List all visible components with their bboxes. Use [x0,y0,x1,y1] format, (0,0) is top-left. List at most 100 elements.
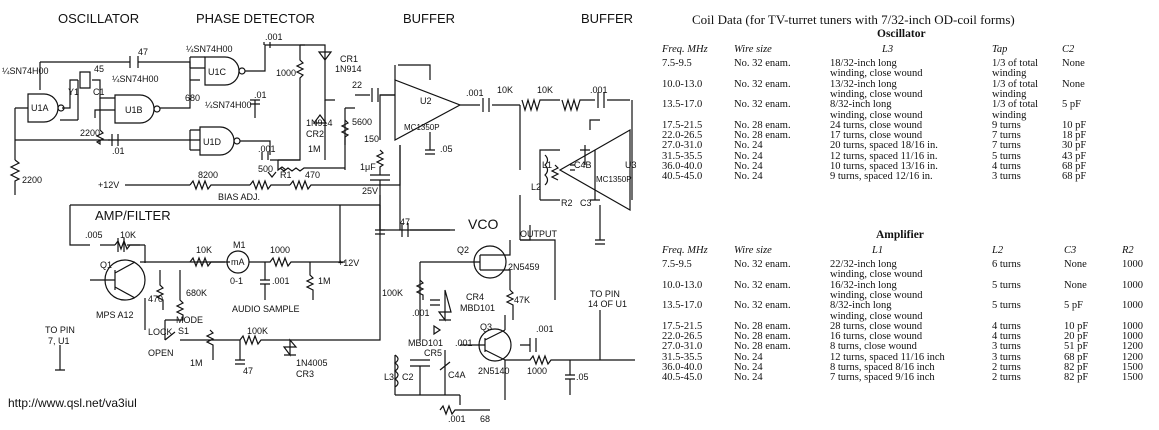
table-cell: 5 turns [992,150,1021,162]
gate-u1b-label: U1B [125,105,143,115]
diode-mbd101-a: MBD101 [460,303,495,313]
table-cell: 27.0-31.0 [662,140,703,152]
table-cell: No. 32 enam. [734,279,791,291]
diode-cr4: CR4 [466,292,484,302]
circuit-schematic: OSCILLATOR PHASE DETECTOR BUFFER BUFFER … [2,11,637,424]
res-10k-c: 10K [120,230,136,240]
table-cell: 1/3 of total [992,78,1039,90]
gate-u1a-part: ¼SN74H00 [2,66,49,76]
table-cell: 10.0-13.0 [662,78,703,90]
res-10k-a: 10K [497,85,513,95]
source-url: http://www.qsl.net/va3iul [8,396,137,410]
table-cell: 2 turns [992,362,1021,373]
audio-sample-label: AUDIO SAMPLE [232,304,300,314]
table-cell: 40.5-45.0 [662,171,703,183]
table-cell: No. 32 enam. [734,259,791,270]
table-cell: 10 pF [1062,119,1087,131]
table-cell: 3 turns [992,171,1021,183]
table-cell: 68 pF [1064,351,1089,363]
buffer-u3-circuit [519,100,633,245]
table-cell: None [1064,259,1087,270]
table-cell: winding [992,68,1027,80]
amplifier-table-title: Amplifier [876,229,924,241]
coil-l2: L2 [531,182,541,192]
table-cell: 5 turns [992,300,1021,312]
table-cell: 12 turns, spaced 11/16 inch [830,351,945,363]
table-cell: 51 pF [1064,341,1089,353]
gate-u1d-label: U1D [203,137,222,147]
res-r2: R2 [561,198,573,208]
table-cell: 8 turns, close wound [830,341,917,353]
pot-500: 500 [258,164,273,174]
table-cell: 8/32-inch long [830,99,892,111]
table-cell: 36.0-40.0 [662,362,703,373]
table-cell: 4 turns [992,320,1021,332]
table-cell: 22.0-26.5 [662,331,703,343]
table-cell: 82 pF [1064,372,1089,384]
table-cell: 28 turns, close wound [830,320,923,332]
gate-u1b-part: ¼SN74H00 [112,74,159,84]
table-cell: 9 turns, spaced 12/16 in. [830,171,933,183]
table-cell: No. 28 enam. [734,331,791,343]
amp-filter-circuit [55,204,381,371]
cap-005: .005 [85,230,103,240]
cap-22: 22 [352,80,362,90]
table-cell: 36.0-40.0 [662,161,703,172]
table-cell: None [1062,58,1085,69]
meter-unit: mA [231,257,245,267]
table-header-cell: C2 [1062,44,1075,55]
table-cell: 17 turns, close wound [830,130,923,142]
diode-cr3: CR3 [296,369,314,379]
table-cell: 5 pF [1062,99,1081,111]
cap-05b: .05 [576,372,589,382]
res-2200b: 2200 [22,175,42,185]
ic-u2-part: MC1350P [404,123,440,132]
diode-1n4005: 1N4005 [296,358,328,368]
table-cell: 7 turns, spaced 9/16 inch [830,372,935,384]
table-cell: 30 pF [1062,140,1087,152]
table-cell: No. 28 enam. [734,341,791,353]
cap-05a: .05 [440,144,453,154]
switch-s1: S1 [178,326,189,336]
table-cell: 18 pF [1062,130,1087,142]
table-cell: winding, close wound [830,289,923,301]
vco-circuit [380,223,635,416]
table-cell: 7.5-9.5 [662,259,692,270]
gate-u1d-part: ¼SN74H00 [205,100,252,110]
table-cell: No. 32 enam. [734,78,791,90]
crystal-y1: Y1 [68,87,79,97]
transistor-q3: Q3 [480,322,492,332]
cap-001a: .001 [265,32,283,42]
heading-phase-detector: PHASE DETECTOR [196,11,315,26]
table-cell: 6 turns [992,259,1021,270]
cap-c3: C3 [580,198,592,208]
cap-c2: C2 [402,372,414,382]
table-cell: No. 32 enam. [734,300,791,312]
cap-001c: .001 [466,88,484,98]
res-68: 68 [480,414,490,424]
table-header-cell: Freq. MHz [662,245,708,256]
table-cell: 1000 [1122,331,1143,343]
cap-01a: .01 [112,146,125,156]
table-cell: 24 turns, close wound [830,119,923,131]
table-cell: 4 turns [992,161,1021,172]
cap-001f: .001 [412,308,430,318]
table-cell: 40.5-45.0 [662,372,703,384]
table-cell: 16/32-inch long [830,279,897,291]
table-cell: 1/3 of total [992,99,1039,111]
table-cell: No. 32 enam. [734,58,791,69]
table-cell: 18/32-inch long [830,58,897,69]
transistor-q2: Q2 [457,245,469,255]
res-100k: 100K [247,326,268,336]
table-cell: winding, close wound [830,68,923,80]
gate-u1c-part: ¼SN74H00 [186,44,233,54]
res-1m-c: 1M [190,358,203,368]
res-150: 150 [364,134,379,144]
table-header-cell: Wire size [734,44,772,55]
res-470b: 470 [148,294,163,304]
table-header-cell: C3 [1064,245,1077,256]
diode-mbd101-b: MBD101 [408,338,443,348]
coil-l3: L3 [384,372,394,382]
res-1000a: 1000 [276,68,296,78]
heading-amp-filter: AMP/FILTER [95,208,171,223]
